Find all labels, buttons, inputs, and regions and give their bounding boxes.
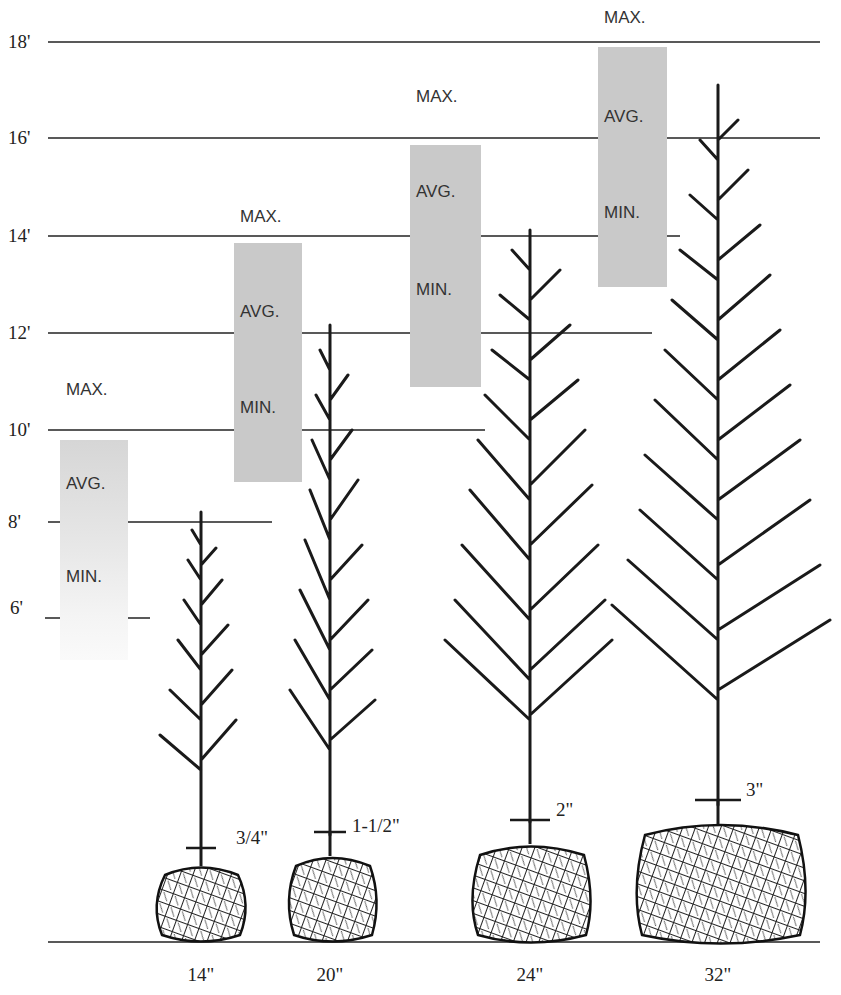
height-mark: 18' <box>8 31 30 53</box>
max-label: MAX. <box>416 87 458 107</box>
max-label: MAX. <box>604 8 646 28</box>
avg-label: AVG. <box>416 182 455 202</box>
height-mark: 14' <box>8 225 30 247</box>
caliper-size: 3" <box>746 779 763 801</box>
root-balls <box>157 825 806 944</box>
root-ball-size: 14" <box>188 964 215 986</box>
caliper-size: 2" <box>556 799 573 821</box>
root-ball-size: 24" <box>517 964 544 986</box>
height-gridlines <box>45 42 820 942</box>
caliper-size: 1-1/2" <box>352 815 400 837</box>
max-label: MAX. <box>240 207 282 227</box>
height-mark: 10' <box>8 419 30 441</box>
height-mark: 6' <box>10 597 23 619</box>
min-label: MIN. <box>604 203 640 223</box>
trunk-necks <box>201 800 718 866</box>
root-ball-size: 20" <box>317 964 344 986</box>
height-range-band: MAX.AVG.MIN. <box>234 243 302 482</box>
avg-label: AVG. <box>66 474 105 494</box>
min-label: MIN. <box>416 280 452 300</box>
height-mark: 8' <box>8 511 21 533</box>
height-mark: 16' <box>8 127 30 149</box>
height-mark: 12' <box>8 322 30 344</box>
avg-label: AVG. <box>604 107 643 127</box>
min-label: MIN. <box>66 567 102 587</box>
height-range-band: MAX.AVG.MIN. <box>60 440 128 660</box>
height-range-band: MAX.AVG.MIN. <box>598 47 667 287</box>
root-ball-size: 32" <box>705 964 732 986</box>
min-label: MIN. <box>240 398 276 418</box>
avg-label: AVG. <box>240 302 279 322</box>
height-range-band: MAX.AVG.MIN. <box>410 145 481 387</box>
max-label: MAX. <box>66 380 108 400</box>
caliper-size: 3/4" <box>236 827 268 849</box>
tree-branches <box>160 85 830 848</box>
